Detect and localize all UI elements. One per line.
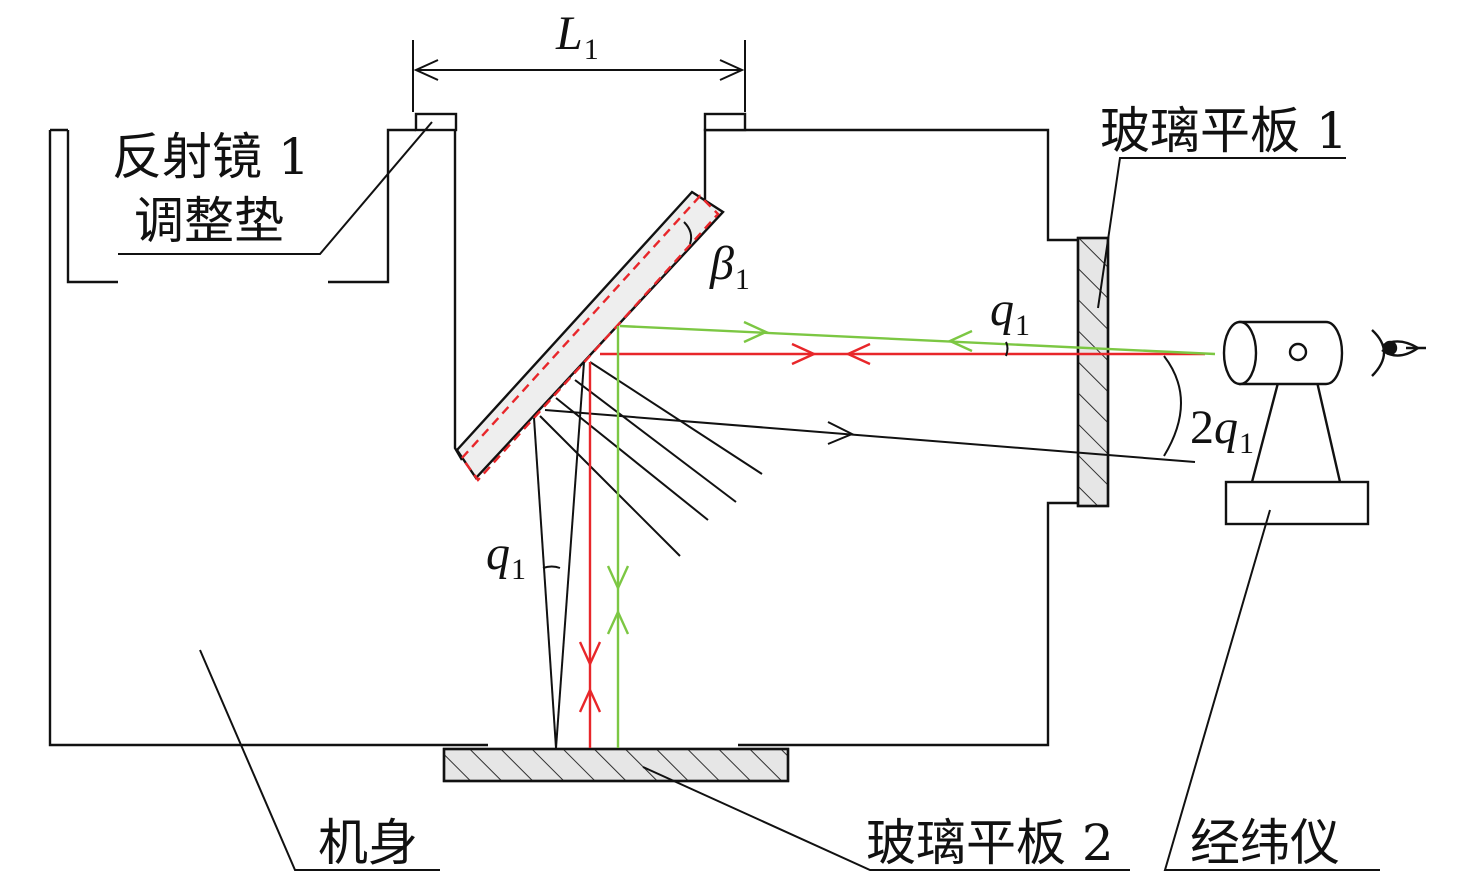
two-q-angle-label: 2q1: [1190, 401, 1254, 460]
reflection-fan-lines: [539, 361, 763, 557]
q-angle-bottom-label: q1: [486, 527, 526, 586]
theodolite-label: 经纬仪: [1190, 814, 1340, 872]
adjustment-pads: [414, 112, 747, 132]
leader-lines: [118, 121, 1380, 871]
machine-body: [48, 128, 1080, 747]
mirror-1: [455, 190, 725, 482]
glass-plate-2: [442, 747, 790, 783]
machine-body-label: 机身: [318, 814, 418, 872]
theodolite: [1222, 320, 1370, 526]
mirror-pad-label-line-2: 调整垫: [134, 192, 284, 250]
q-angle-right-label: q1: [990, 283, 1030, 342]
beta-angle-label: β1: [710, 237, 750, 296]
angle-arcs: [542, 221, 1182, 569]
dimension-l1-label: L1: [556, 7, 599, 66]
mirror-pad-label-line-1: 反射镜 1: [112, 128, 310, 186]
green-ray: [606, 320, 1216, 748]
red-ray: [578, 342, 1205, 748]
eye-icon: [1371, 329, 1426, 377]
glass-plate-2-label: 玻璃平板 2: [866, 814, 1114, 872]
glass-plate-1-label: 玻璃平板 1: [1100, 102, 1348, 160]
black-rays: [533, 361, 1196, 749]
dimension-l1: [412, 40, 746, 112]
glass-plate-1: [1076, 236, 1110, 508]
